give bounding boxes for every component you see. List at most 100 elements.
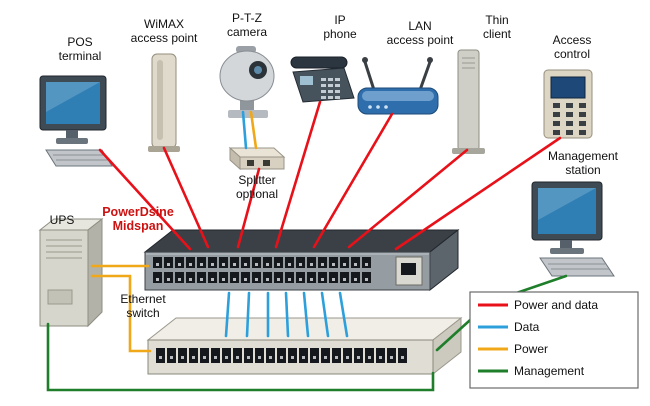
accessctl-screen [550, 76, 586, 99]
pos-terminal-label: POS [67, 35, 92, 49]
camera-base [228, 110, 268, 118]
power-line-splitter-camera [249, 110, 258, 150]
port-cell [277, 263, 280, 266]
port-cell [291, 356, 294, 359]
port-cell [351, 257, 360, 268]
port-cell [332, 348, 341, 363]
port-cell [343, 348, 352, 363]
port-cell [222, 263, 225, 266]
pos-terminal-label: terminal [59, 49, 102, 63]
management-station-label: station [565, 163, 600, 177]
midspan-unit [143, 228, 460, 292]
port-cell [335, 356, 338, 359]
wimax-label: WiMAX [144, 17, 184, 31]
lan-ap-label: LAN [408, 19, 431, 33]
data-line-switch-midspan [245, 291, 251, 338]
port-cell [288, 348, 297, 363]
port-cell [175, 272, 184, 283]
thin-client-device [452, 49, 485, 154]
lan-led [384, 105, 388, 109]
port-cell [328, 96, 333, 99]
legend: Power and data Data Power Management [469, 291, 639, 389]
port-cell [335, 84, 340, 87]
port-cell [211, 278, 214, 281]
port-cell [222, 278, 225, 281]
port-cell [164, 257, 173, 268]
splitter-label: optional [236, 187, 278, 201]
lan-led [376, 105, 380, 109]
ups-side [87, 217, 103, 328]
port-cell [200, 278, 203, 281]
port-cell [233, 278, 236, 281]
port-cell [379, 356, 382, 359]
port-cell [189, 278, 192, 281]
lan-access-point-device [357, 57, 439, 115]
port-cell [329, 272, 338, 283]
port-cell [329, 257, 338, 268]
mgmt-monitor-stand [560, 240, 572, 248]
ptz-camera-label: P-T-Z [232, 11, 262, 25]
port-cell [321, 263, 324, 266]
port-cell [175, 257, 184, 268]
connection-lines [46, 100, 568, 392]
port-cell [255, 263, 258, 266]
port-cell [579, 112, 586, 117]
port-cell [340, 272, 349, 283]
power-data-line-accessctl [394, 136, 562, 251]
port-cell [203, 356, 206, 359]
port-cell [553, 130, 560, 135]
ip-phone-device [290, 56, 355, 103]
ups-front [39, 229, 89, 327]
ethernet-switch-label: Ethernet [120, 292, 166, 306]
port-cell [211, 263, 214, 266]
splitter-front [239, 156, 285, 170]
port-cell [398, 348, 407, 363]
data-line-switch-midspan [302, 291, 310, 338]
lan-body-highlight [362, 91, 434, 101]
port-cell [200, 348, 209, 363]
port-cell [307, 257, 316, 268]
port-cell [321, 84, 326, 87]
port-cell [258, 356, 261, 359]
access-control-label: control [554, 47, 590, 61]
port-cell [156, 278, 159, 281]
port-cell [365, 348, 374, 363]
port-cell [274, 272, 283, 283]
port-cell [214, 356, 217, 359]
port-cell [553, 103, 560, 108]
lan-antenna-right [418, 61, 432, 91]
port-cell [299, 278, 302, 281]
port-cell [321, 78, 326, 81]
port-cell [219, 272, 228, 283]
port-cell [362, 257, 371, 268]
lan-antenna-left [363, 61, 376, 91]
port-cell [178, 278, 181, 281]
port-cell [241, 257, 250, 268]
port-cell [318, 257, 327, 268]
port-cell [566, 130, 573, 135]
port-cell [277, 278, 280, 281]
port-cell [553, 121, 560, 126]
port-cell [310, 278, 313, 281]
pos-monitor-stand [66, 130, 78, 138]
port-cell [579, 121, 586, 126]
port-cell [244, 278, 247, 281]
management-station-device [531, 181, 615, 277]
port-cell [255, 278, 258, 281]
phone-keypad [321, 78, 340, 99]
port-cell [299, 263, 302, 266]
ups-panel [47, 289, 73, 305]
power-data-line-pos [98, 148, 192, 251]
pos-keyboard [45, 149, 113, 167]
port-cell [263, 257, 272, 268]
pos-monitor-screen [46, 82, 100, 124]
data-line-switch-midspan [224, 291, 231, 338]
midspan-label: Midspan [113, 219, 164, 233]
lan-ap-label: access point [387, 33, 454, 47]
port-cell [252, 272, 261, 283]
management-station-label: Management [548, 149, 619, 163]
port-cell [321, 348, 330, 363]
pos-monitor-base [56, 138, 88, 144]
access-keypad [553, 103, 586, 135]
port-cell [335, 90, 340, 93]
